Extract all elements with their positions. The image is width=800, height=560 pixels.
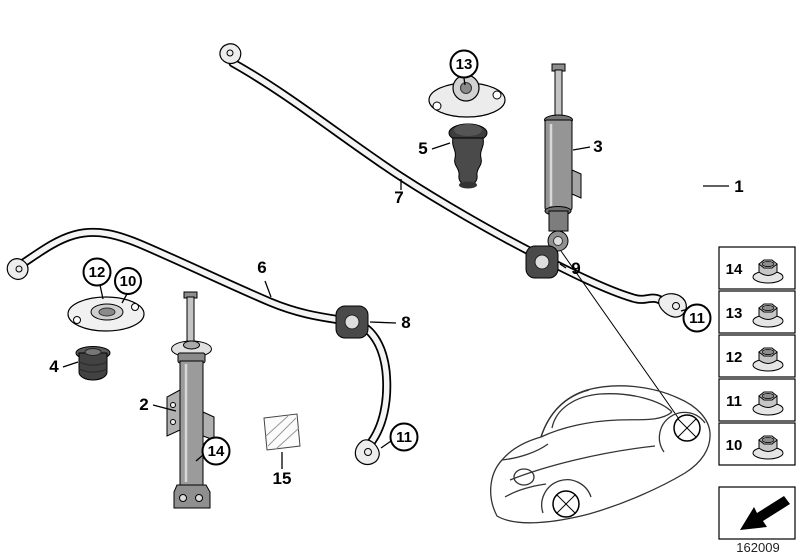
callout-8[interactable]: 8 [401,313,410,332]
bolt-hole [73,316,81,324]
stabilizer-bushing-front [335,305,369,339]
callout-1[interactable]: 1 [734,177,743,196]
callout-11-front[interactable] [389,422,419,452]
bolt-hole [131,303,139,311]
bar-end-eye [6,258,29,281]
callout-2[interactable]: 2 [139,395,148,414]
bolt-hole [432,101,442,111]
strut-lower-bracket [173,484,211,509]
bar-end-eye [354,439,380,466]
sidebar-thumb-12[interactable]: 12 [718,334,796,378]
svg-text:14: 14 [726,261,743,278]
svg-text:11: 11 [689,310,705,327]
sidebar-thumb-10[interactable]: 10 [718,422,796,466]
svg-text:12: 12 [89,264,106,281]
callout-4[interactable]: 4 [49,357,59,376]
diagram-number: 162009 [736,540,779,555]
rear-shock-absorber [544,63,582,252]
sidebar-thumb-13[interactable]: 13 [718,290,796,334]
vehicle-outline [490,385,711,524]
piston-rod [186,296,195,348]
guide-support-plate [67,296,145,332]
rear-attachment-marker [673,414,701,442]
installation-direction-arrow-icon [740,496,790,530]
direction-box[interactable] [718,486,796,540]
rear-wheel-arch [658,411,706,453]
shock-body [544,119,573,211]
front-wheel-arch [541,479,592,514]
sidebar-thumb-14[interactable]: 14 [718,246,796,290]
callout-11-rear[interactable] [682,303,712,333]
svg-text:13: 13 [726,305,743,322]
fastener-sidebar: 14 13 12 11 10 [718,246,796,540]
strut-bracket-right [202,411,215,441]
rubber-mount [75,346,111,381]
callout-14[interactable] [201,436,231,466]
svg-text:10: 10 [120,273,137,290]
callout-13[interactable] [449,49,479,79]
strut-body [179,360,204,486]
svg-text:13: 13 [456,56,473,73]
callout-5[interactable]: 5 [418,139,427,158]
strut-bracket-left [166,389,181,437]
front-attachment-marker [552,490,580,518]
svg-text:11: 11 [726,393,742,410]
mounting-kit-sticker [263,413,301,451]
callout-10[interactable] [114,267,142,295]
callout-7[interactable]: 7 [394,188,403,207]
callout-9[interactable]: 9 [571,259,580,278]
bar-end-eye [219,43,242,65]
svg-text:11: 11 [396,429,412,446]
callout-12[interactable] [82,257,112,287]
sidebar-thumb-11[interactable]: 11 [718,378,796,422]
piston-rod [554,69,563,119]
callout-3[interactable]: 3 [593,137,602,156]
front-stabilizer-bar [6,227,392,466]
circled-callouts: 13 12 10 14 11 11 [82,49,712,466]
bolt-hole [492,90,502,100]
svg-text:14: 14 [208,443,225,460]
stabilizer-bushing-rear [525,245,559,279]
callout-15[interactable]: 15 [273,469,292,488]
part-labels: 1 2 3 4 5 6 7 8 9 15 [49,137,743,488]
shock-bracket [571,169,582,199]
bump-stop [448,123,488,189]
svg-text:12: 12 [726,349,743,366]
support-bearing [428,74,506,118]
callout-6[interactable]: 6 [257,258,266,277]
svg-text:10: 10 [726,437,743,454]
front-strut [166,291,215,509]
headlight [513,468,535,486]
